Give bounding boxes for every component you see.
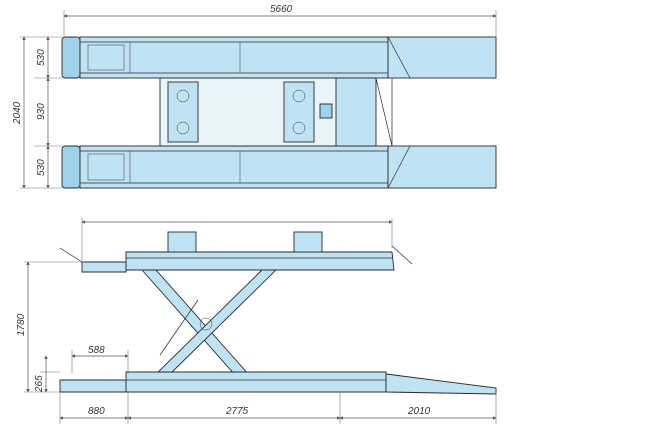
rear-ramp-dimension: 2010 [407,406,431,417]
scissor-mechanism [140,269,278,377]
right-jack-top [283,81,315,143]
side-view: 1780 265 588 880 2775 2010 [16,218,497,424]
front-extension-dimension: 588 [88,345,105,356]
gap-width-dimension: 930 [36,103,47,120]
left-jack-top [167,81,199,143]
lower-runway [61,145,497,189]
min-height-dimension: 265 [34,375,45,393]
front-ramp-dimension: 880 [88,406,105,417]
platform-width-bottom-dimension: 530 [36,159,47,176]
raised-platform [59,231,413,273]
overall-width-dimension: 2040 [12,101,23,125]
max-height-dimension: 1780 [16,313,27,336]
platform-width-top-dimension: 530 [36,49,47,66]
top-view: 5660 2040 530 930 530 [12,4,497,189]
platform-length-dimension: 2775 [225,406,249,417]
upper-runway [61,36,497,79]
lowered-platform [59,371,497,395]
overall-length-dimension: 5660 [270,4,293,15]
middle-frame [159,77,393,147]
